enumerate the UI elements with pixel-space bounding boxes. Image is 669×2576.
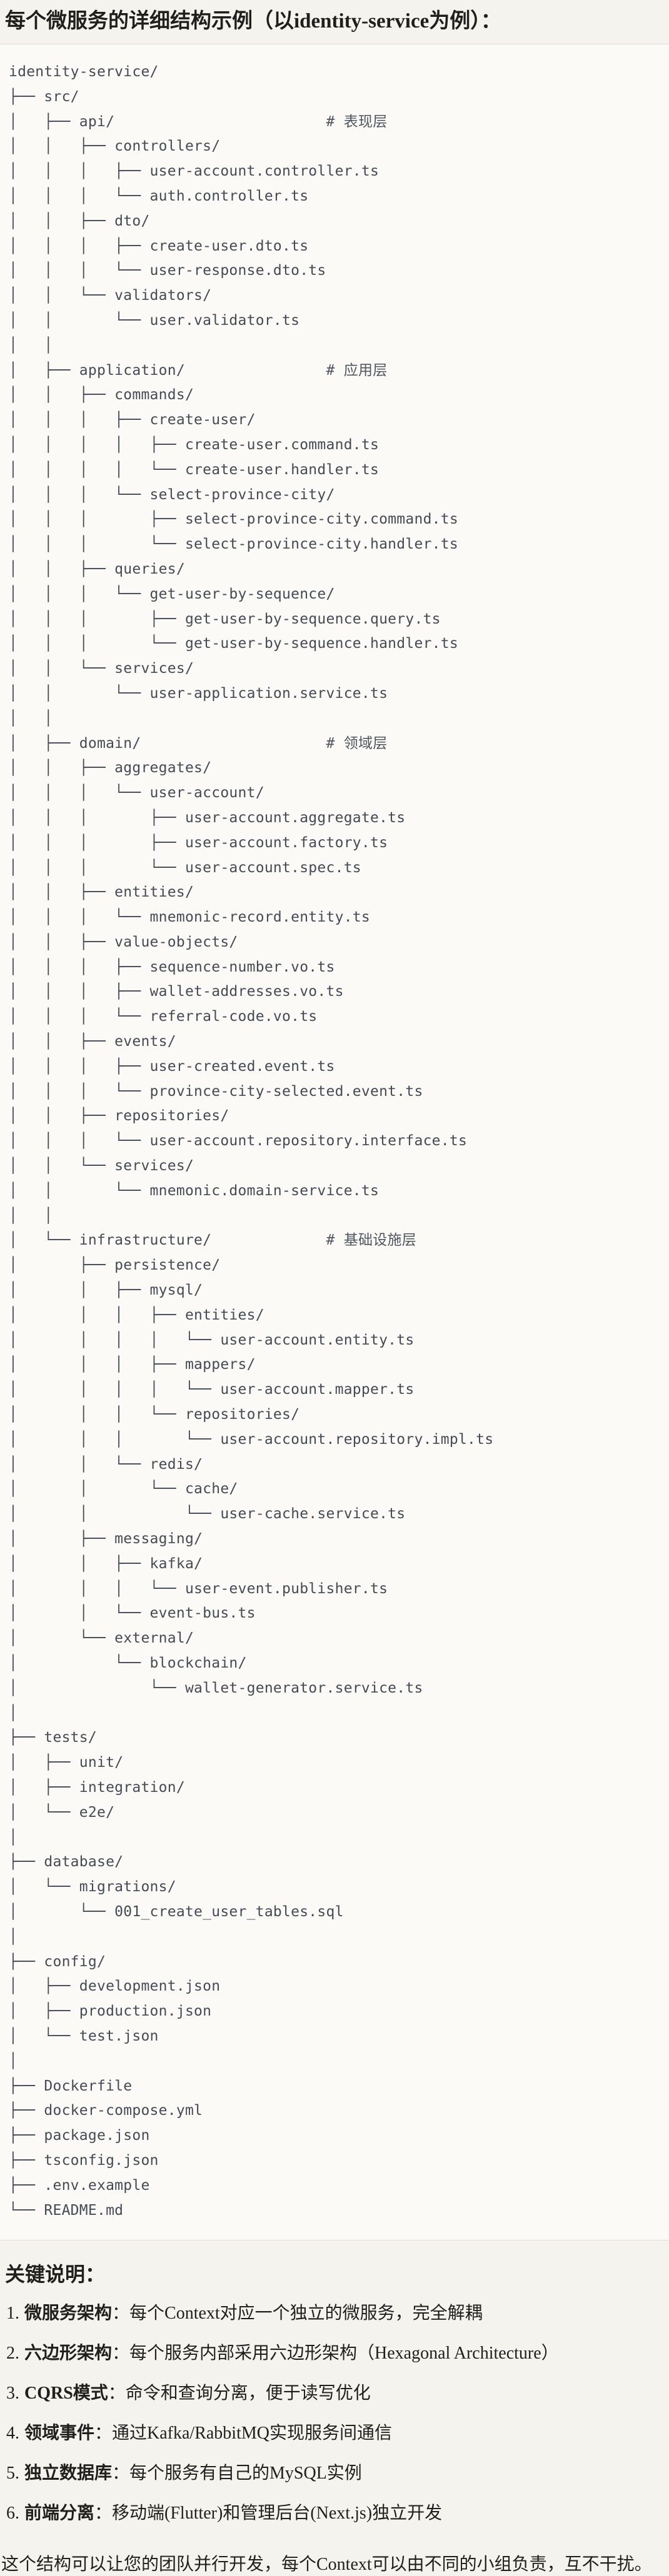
note-item: 4.领域事件：通过Kafka/RabbitMQ实现服务间通信	[6, 2422, 669, 2445]
directory-tree: identity-service/ ├── src/ │ ├── api/ # …	[9, 64, 494, 2219]
note-item: 2.六边形架构：每个服务内部采用六边形架构（Hexagonal Architec…	[6, 2342, 669, 2365]
note-description: ：命令和查询分离，便于读写优化	[108, 2384, 371, 2404]
note-term: CQRS模式	[24, 2384, 108, 2404]
note-item: 1.微服务架构：每个Context对应一个独立的微服务，完全解耦	[6, 2302, 669, 2325]
note-term: 六边形架构	[24, 2344, 113, 2364]
note-number: 5.	[6, 2464, 19, 2484]
layer-comment: # 应用层	[326, 362, 388, 379]
note-item: 6.前端分离：移动端(Flutter)和管理后台(Next.js)独立开发	[6, 2502, 669, 2525]
note-term: 微服务架构	[24, 2304, 113, 2324]
note-number: 6.	[6, 2504, 19, 2524]
notes-heading: 关键说明：	[5, 2263, 106, 2286]
note-description: ：每个Context对应一个独立的微服务，完全解耦	[112, 2304, 483, 2324]
note-number: 1.	[6, 2304, 19, 2324]
note-number: 4.	[6, 2424, 19, 2444]
note-term: 领域事件	[24, 2424, 95, 2444]
page-title: 每个微服务的详细结构示例（以identity-service为例）：	[5, 10, 501, 32]
code-block: identity-service/ ├── src/ │ ├── api/ # …	[0, 44, 669, 2241]
note-description: ：移动端(Flutter)和管理后台(Next.js)独立开发	[94, 2504, 443, 2524]
note-item: 3.CQRS模式：命令和查询分离，便于读写优化	[6, 2382, 669, 2405]
layer-comment: # 表现层	[326, 113, 388, 130]
note-description: ：每个服务有自己的MySQL实例	[112, 2464, 362, 2484]
layer-comment: # 领域层	[326, 735, 388, 752]
note-item: 5.独立数据库：每个服务有自己的MySQL实例	[6, 2462, 669, 2485]
closing-paragraph: 这个结构可以让您的团队并行开发，每个Context可以由不同的小组负责，互不干扰…	[1, 2555, 652, 2575]
note-number: 3.	[6, 2384, 19, 2404]
note-number: 2.	[6, 2344, 19, 2364]
note-term: 前端分离	[24, 2504, 95, 2524]
note-description: ：每个服务内部采用六边形架构（Hexagonal Architecture）	[112, 2344, 559, 2364]
layer-comment: # 基础设施层	[326, 1232, 416, 1249]
note-term: 独立数据库	[24, 2464, 113, 2484]
note-description: ：通过Kafka/RabbitMQ实现服务间通信	[94, 2424, 392, 2444]
